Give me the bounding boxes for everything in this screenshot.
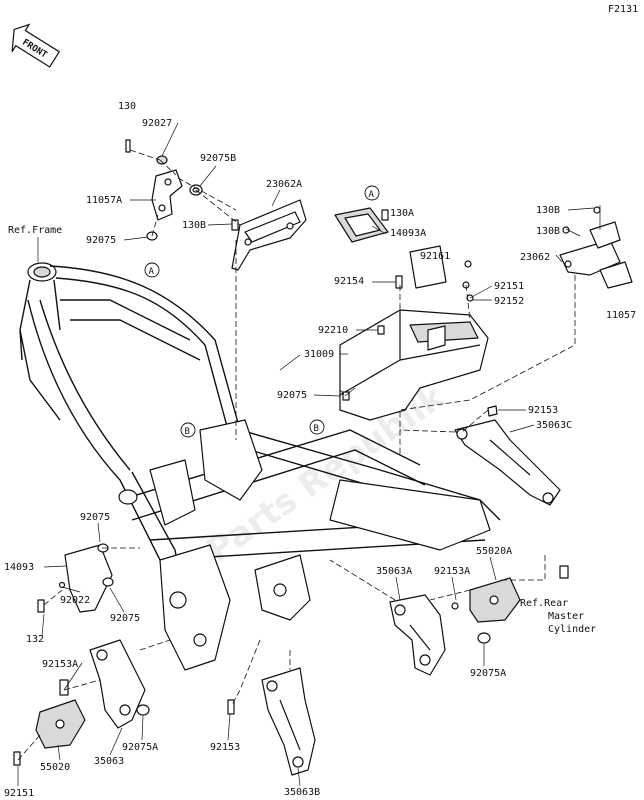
part-label: 92153A	[434, 566, 470, 577]
main-frame	[19, 262, 501, 671]
part-label: 92075B	[200, 153, 236, 164]
part-label: 92153	[210, 742, 240, 753]
svg-text:B: B	[314, 424, 319, 434]
ref-rear-master-cylinder-line3: Cylinder	[548, 624, 596, 635]
part-label: 92075	[277, 390, 307, 401]
figure-code: F2131	[608, 4, 638, 15]
part-label: 92153A	[42, 659, 78, 670]
label-leaders	[17, 122, 595, 787]
part-label: 92152	[494, 296, 524, 307]
heel-guard-55020A	[469, 565, 569, 644]
step-bracket-35063A	[389, 594, 459, 676]
part-label: 35063A	[376, 566, 412, 577]
part-label: 35063	[94, 756, 124, 767]
part-label: 130B	[182, 220, 206, 231]
part-label: 11057A	[86, 195, 122, 206]
step-bracket-35063C	[454, 405, 561, 506]
step-bracket-35063B	[227, 667, 316, 776]
part-label: 55020A	[476, 546, 512, 557]
part-label: 35063C	[536, 420, 572, 431]
callout-B-2: B	[309, 419, 325, 435]
leader-lines	[17, 149, 601, 761]
part-label: 130B	[536, 205, 560, 216]
callout-A-2: A	[364, 185, 380, 201]
svg-text:A: A	[369, 190, 375, 200]
ref-rear-master-cylinder-line1: Ref.Rear	[520, 598, 568, 609]
part-label: 92161	[420, 251, 450, 262]
part-label: 92022	[60, 595, 90, 606]
svg-text:A: A	[149, 267, 155, 277]
battery-box-31009	[339, 245, 489, 421]
step-bracket-35063	[13, 639, 150, 766]
svg-text:B: B	[185, 427, 190, 437]
part-label: 130	[118, 101, 136, 112]
part-label: 130B	[536, 226, 560, 237]
ref-frame-label: Ref.Frame	[8, 225, 62, 236]
bracket-23062A	[231, 199, 307, 271]
part-label: 92151	[4, 788, 34, 799]
part-label: 23062	[520, 252, 550, 263]
part-label: 35063B	[284, 787, 320, 798]
part-label: 92075	[80, 512, 110, 523]
part-label: 92075A	[122, 742, 158, 753]
part-label: 92075	[110, 613, 140, 624]
part-label: 92075	[86, 235, 116, 246]
part-label: 130A	[390, 208, 414, 219]
part-label: 92027	[142, 118, 172, 129]
part-label: 31009	[304, 349, 334, 360]
part-label: 92151	[494, 281, 524, 292]
cover-14093A	[334, 207, 389, 243]
part-label: 92154	[334, 276, 364, 287]
cover-14093	[37, 543, 114, 613]
callout-B-1: B	[180, 422, 196, 438]
part-label: 14093A	[390, 228, 426, 239]
front-arrow-icon: FRONT	[11, 23, 61, 68]
ref-rear-master-cylinder-line2: Master	[548, 611, 584, 622]
part-label: 132	[26, 634, 44, 645]
part-label: 23062A	[266, 179, 302, 190]
part-label: 14093	[4, 562, 34, 573]
part-label: 92075A	[470, 668, 506, 679]
part-label: 92210	[318, 325, 348, 336]
callout-A-1: A	[144, 262, 160, 278]
part-label: 55020	[40, 762, 70, 773]
bracket-23062	[559, 206, 633, 289]
part-label: 92153	[528, 405, 558, 416]
part-label: 11057	[606, 310, 636, 321]
